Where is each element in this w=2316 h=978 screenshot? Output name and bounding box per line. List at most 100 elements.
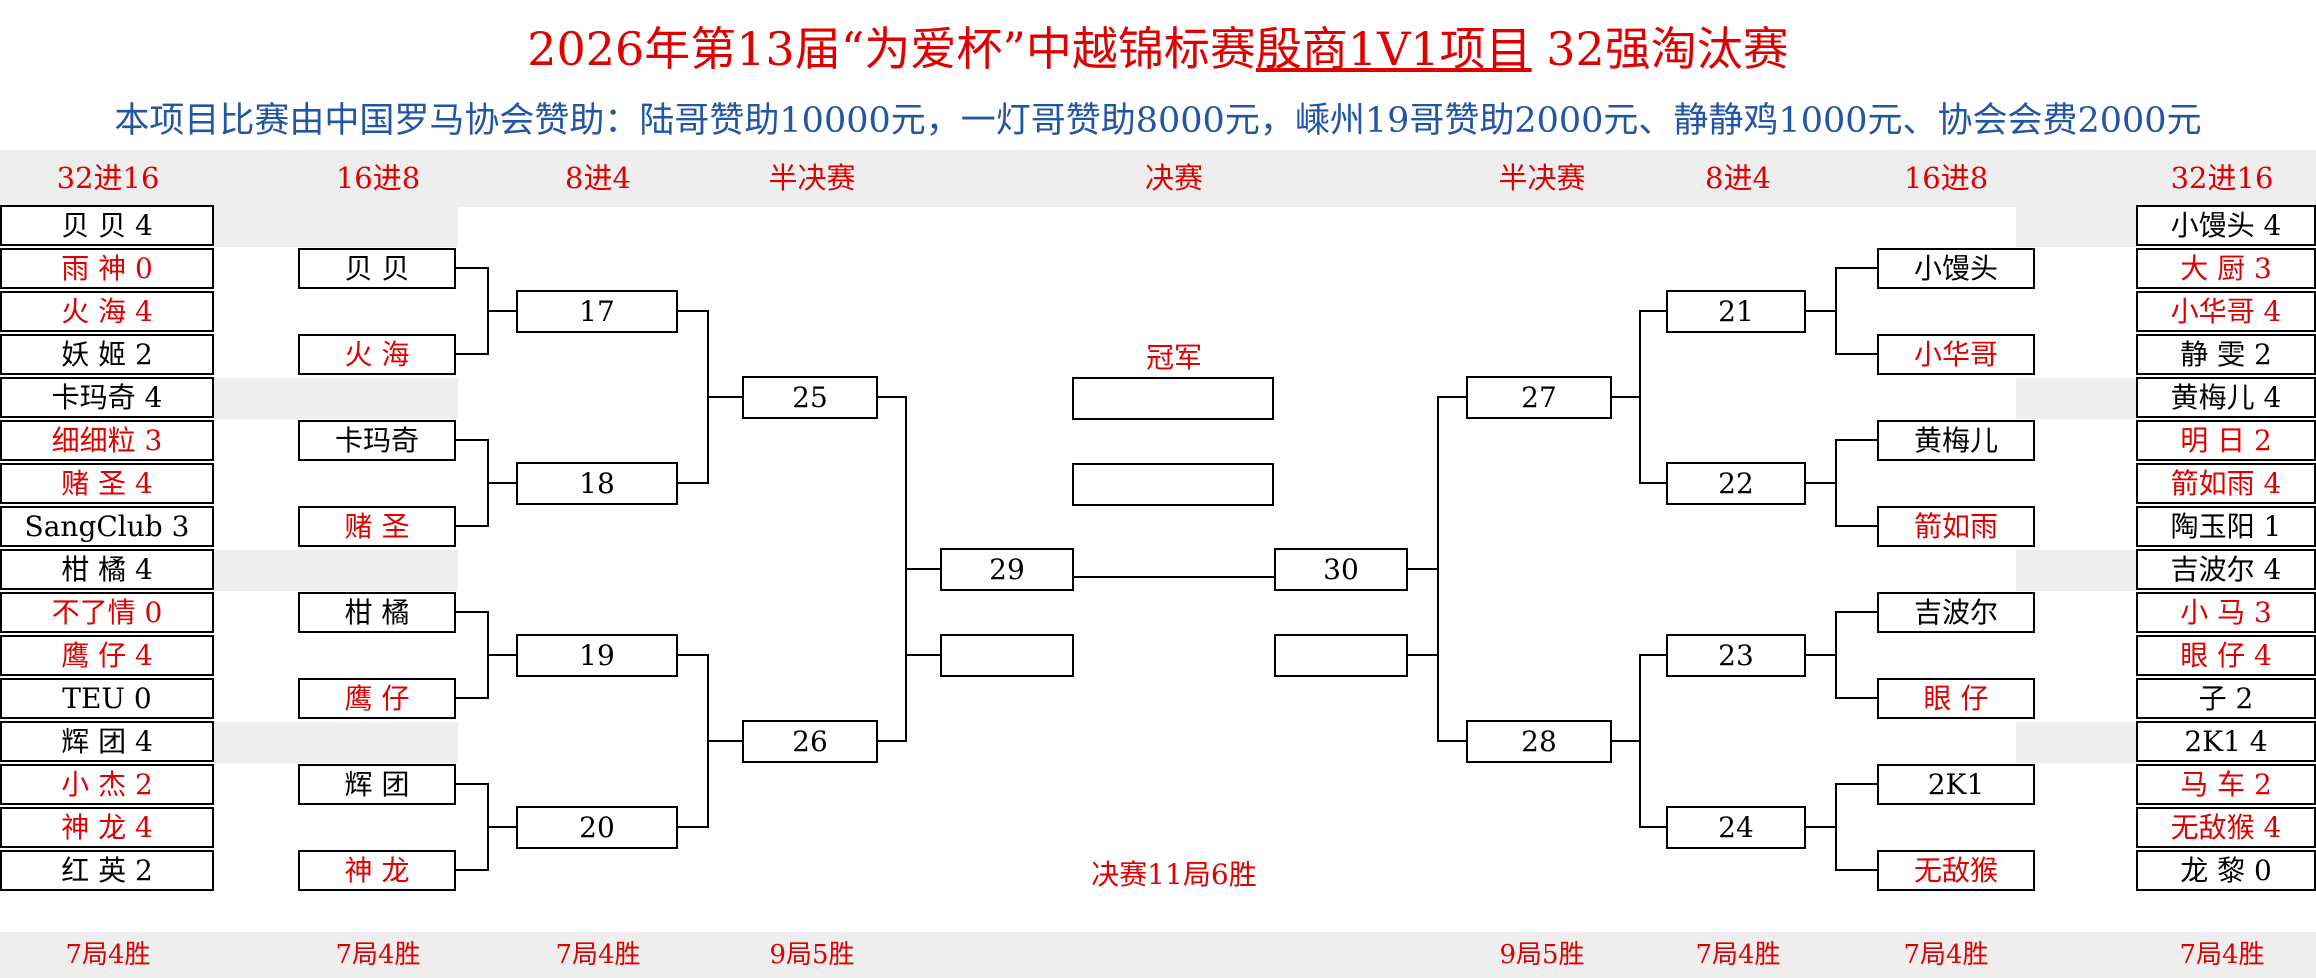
row-shade [214,206,458,247]
left-r32-team-6: 细细粒 3 [0,420,214,461]
footer-right-qf: 7局4胜 [1695,940,1781,970]
bracket-connector [1437,396,1466,742]
right-r32-team-14: 马 车 2 [2136,764,2316,805]
header-right-r32: 32进16 [2170,161,2274,195]
header-right-r16: 16进8 [1903,161,1989,195]
right-r32-team-3: 小华哥 4 [2136,291,2316,332]
left-r32-team-5: 卡玛奇 4 [0,377,214,418]
final-left-lower-box [940,634,1074,677]
right-r32-team-11: 眼 仔 4 [2136,635,2316,676]
header-left-r32: 32进16 [56,161,160,195]
footer-right-sf: 9局5胜 [1499,940,1585,970]
sponsor-subtitle: 本项目比赛由中国罗马协会赞助：陆哥赞助10000元，一灯哥赞助8000元，嵊州1… [114,101,2202,141]
bracket-connector [456,783,489,871]
bracket-connector [678,654,709,828]
left-r32-team-1: 贝 贝 4 [0,205,214,246]
right-r16-team-4: 箭如雨 [1877,506,2035,547]
right-qf-match-22: 22 [1666,462,1806,505]
right-sf-match-28: 28 [1466,720,1612,763]
left-r16-team-5: 柑 橘 [298,592,456,633]
right-r32-team-16: 龙 黎 0 [2136,850,2316,891]
right-r32-team-5: 黄梅儿 4 [2136,377,2316,418]
left-r32-team-2: 雨 神 0 [0,248,214,289]
left-r16-team-6: 鹰 仔 [298,678,456,719]
left-qf-match-20: 20 [516,806,678,849]
right-r16-team-5: 吉波尔 [1877,592,2035,633]
header-right-sf: 半决赛 [1498,161,1586,195]
bracket-connector [878,396,907,742]
left-r32-team-14: 小 杰 2 [0,764,214,805]
left-r32-team-12: TEU 0 [0,678,214,719]
left-r32-team-16: 红 英 2 [0,850,214,891]
footer-left-r16: 7局4胜 [335,940,421,970]
right-r32-team-10: 小 马 3 [2136,592,2316,633]
bracket-connector [678,310,709,484]
right-r32-team-8: 陶玉阳 1 [2136,506,2316,547]
header-left-r16: 16进8 [335,161,421,195]
page-title: 2026年第13届“为爱杯”中越锦标赛殷商1V1项目 32强淘汰赛 [0,18,2316,80]
right-r16-team-3: 黄梅儿 [1877,420,2035,461]
right-r16-team-7: 2K1 [1877,764,2035,805]
right-r16-team-6: 眼 仔 [1877,678,2035,719]
bracket-connector [456,439,489,527]
header-band [0,150,2316,207]
left-r32-team-9: 柑 橘 4 [0,549,214,590]
row-shade [2016,722,2136,763]
left-qf-match-19: 19 [516,634,678,677]
right-qf-match-24: 24 [1666,806,1806,849]
final-match-29: 29 [940,548,1074,591]
left-r16-team-7: 辉 团 [298,764,456,805]
right-qf-match-23: 23 [1666,634,1806,677]
bracket-connector [1835,783,1877,871]
row-shade [2016,550,2136,591]
title-prefix: 2026年第13届“为爱杯”中越锦标赛 [527,22,1256,76]
left-r32-team-13: 辉 团 4 [0,721,214,762]
final-right-lower-box [1274,634,1408,677]
header-left-qf: 8进4 [565,161,631,195]
champion-box [1072,377,1274,420]
right-qf-match-21: 21 [1666,290,1806,333]
bracket-connector [456,267,489,355]
left-r32-team-3: 火 海 4 [0,291,214,332]
row-shade [214,550,458,591]
left-r32-team-10: 不了情 0 [0,592,214,633]
final-rule: 决赛11局6胜 [1091,858,1257,891]
row-shade [214,722,458,763]
right-r32-team-4: 静 雯 2 [2136,334,2316,375]
right-sf-match-27: 27 [1466,376,1612,419]
row-shade [214,378,458,419]
left-r32-team-15: 神 龙 4 [0,807,214,848]
left-sf-match-25: 25 [742,376,878,419]
left-qf-match-18: 18 [516,462,678,505]
right-r32-team-13: 2K1 4 [2136,721,2316,762]
bracket-connector [1835,611,1877,699]
right-r32-team-1: 小馒头 4 [2136,205,2316,246]
left-qf-match-17: 17 [516,290,678,333]
left-r16-team-2: 火 海 [298,334,456,375]
left-r32-team-8: SangClub 3 [0,506,214,547]
title-suffix: 32强淘汰赛 [1531,22,1789,76]
left-r16-team-4: 赌 圣 [298,506,456,547]
header-right-qf: 8进4 [1705,161,1771,195]
right-r32-team-7: 箭如雨 4 [2136,463,2316,504]
header-left-sf: 半决赛 [768,161,856,195]
bracket-connector [1639,654,1666,828]
footer-left-sf: 9局5胜 [769,940,855,970]
footer-left-r32: 7局4胜 [65,940,151,970]
final-match-30: 30 [1274,548,1408,591]
right-r16-team-1: 小馒头 [1877,248,2035,289]
left-r32-team-4: 妖 姬 2 [0,334,214,375]
left-r32-team-11: 鹰 仔 4 [0,635,214,676]
right-r32-team-2: 大 厨 3 [2136,248,2316,289]
footer-right-r32: 7局4胜 [2179,940,2265,970]
left-r16-team-8: 神 龙 [298,850,456,891]
bracket-connector [1639,310,1666,484]
bracket-connector [456,611,489,699]
right-r32-team-9: 吉波尔 4 [2136,549,2316,590]
header-final: 决赛 [1144,161,1203,195]
bracket-connector [1835,267,1877,355]
footer-left-qf: 7局4胜 [555,940,641,970]
footer-band [0,932,2316,978]
right-r16-team-2: 小华哥 [1877,334,2035,375]
